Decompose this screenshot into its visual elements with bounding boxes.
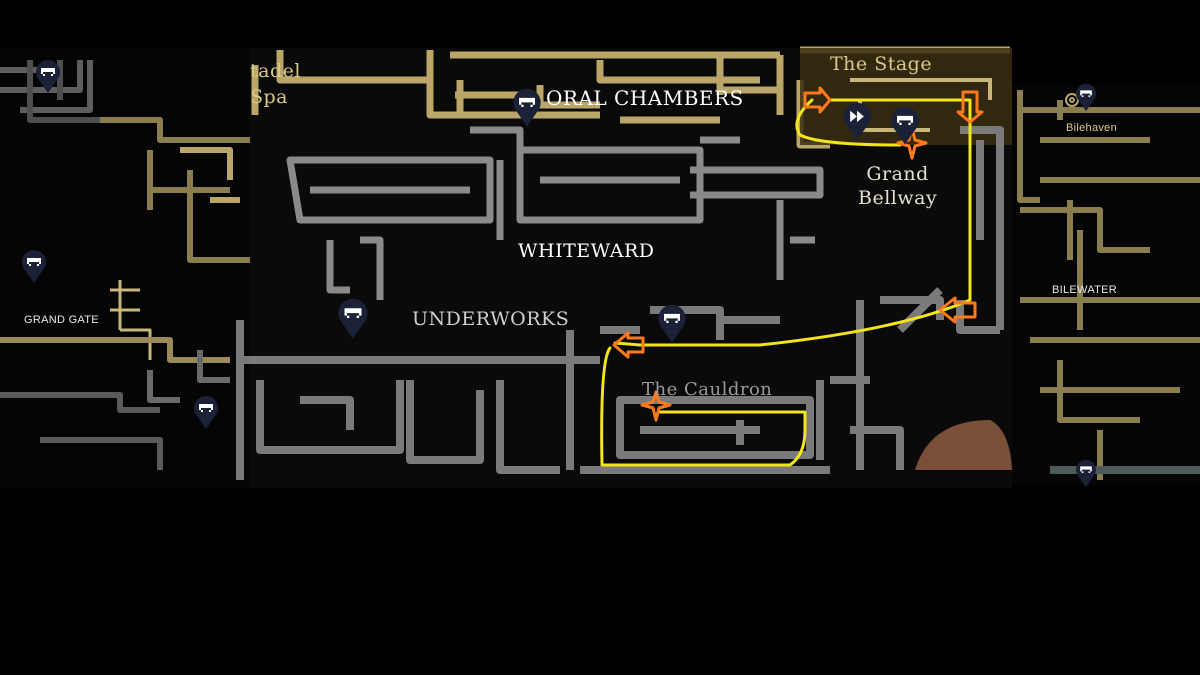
bench-pin-stage[interactable] [889,104,919,145]
bench-icon [658,304,686,343]
region-label-whiteward: WHITEWARD [518,240,655,262]
bench-pin-topleft[interactable] [34,58,62,94]
route-path [600,98,972,467]
bench-icon [1076,83,1096,112]
region-label-choral-chambers: ORAL CHAMBERS [546,86,744,110]
bench-icon [338,298,368,339]
region-label-bilehaven: Bilehaven [1066,122,1118,134]
bench-icon [36,60,60,93]
grand-bellway-line2: Bellway [858,187,938,209]
gear-icon [1065,93,1079,107]
bench-pin-bilehaven[interactable] [1074,82,1102,118]
region-label-underworks: UNDERWORKS [412,308,570,330]
star-marker-cauldron [640,390,672,422]
right-panel-rooms [1017,90,1200,480]
bench-pin-grandgate[interactable] [20,248,48,284]
region-label-grand-gate: GRAND GATE [24,314,99,326]
bench-icon [22,250,46,283]
citadel-spa-line2: Spa [250,86,289,108]
underworks-rooms [236,126,1004,480]
region-label-bilewater: BILEWATER [1052,284,1118,296]
fast-forward-icon [843,102,871,141]
bench-pin-cauldron[interactable] [656,302,686,343]
arrow-left-marker-upper [938,296,977,324]
bench-icon [194,396,218,429]
bench-pin-lower-right[interactable] [1074,458,1102,494]
whiteward-rooms [286,126,824,300]
brown-room [915,420,1012,470]
grand-bellway-line1: Grand [866,163,929,185]
region-label-the-stage: The Stage [830,53,933,75]
left-panel-rooms [0,60,250,470]
region-label-citadel-spa: tadel Spa [250,58,301,110]
arrow-left-marker-lower [612,331,645,359]
arrow-right-marker [803,86,832,114]
bench-icon [1076,459,1096,488]
bench-pin-grandgate-lower[interactable] [192,394,220,430]
citadel-spa-line1: tadel [250,60,301,82]
region-label-grand-bellway: Grand Bellway [858,162,937,210]
fast-travel-pin-stage[interactable] [841,100,871,141]
bench-pin-underworks[interactable] [336,296,368,339]
bench-icon [891,106,919,145]
bench-icon [513,88,541,127]
region-label-the-cauldron: The Cauldron [642,379,773,400]
top-gold-rooms [251,46,1010,149]
bench-pin-choral[interactable] [511,86,541,127]
arrow-down-marker [956,90,984,124]
